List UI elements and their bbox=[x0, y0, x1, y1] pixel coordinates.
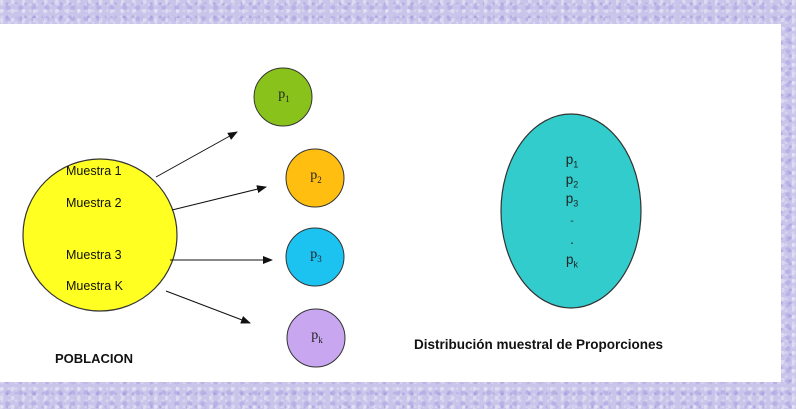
proportion-label-k: pk bbox=[311, 328, 323, 345]
distribution-item-2: p2 bbox=[565, 172, 579, 190]
distribution-item-dot: . bbox=[570, 232, 574, 247]
diagram-panel: Muestra 1 Muestra 2 Muestra 3 Muestra K … bbox=[0, 24, 781, 382]
sample-label-1: Muestra 1 bbox=[66, 164, 122, 178]
distribution-item-1: p1 bbox=[565, 152, 579, 170]
sample-label-3: Muestra 3 bbox=[66, 248, 122, 262]
distribution-item-3: p3 bbox=[565, 191, 579, 209]
proportion-label-3: p3 bbox=[310, 247, 322, 264]
arrow-sample-2 bbox=[171, 185, 267, 211]
sampling-diagram bbox=[22, 67, 642, 368]
arrow-sample-1 bbox=[155, 131, 238, 178]
distribution-caption: Distribución muestral de Proporciones bbox=[414, 337, 664, 352]
distribution-item-k: pk bbox=[565, 252, 578, 270]
proportion-label-1: p1 bbox=[278, 87, 290, 104]
population-circle bbox=[22, 158, 178, 312]
proportion-circle-1 bbox=[253, 67, 313, 127]
proportion-label-2: p2 bbox=[310, 168, 322, 185]
proportion-circle-3 bbox=[285, 227, 345, 287]
distribution-item-dash: - bbox=[570, 216, 574, 227]
sample-label-2: Muestra 2 bbox=[66, 196, 122, 210]
population-label: POBLACION bbox=[55, 351, 133, 366]
proportion-circle-k bbox=[286, 308, 346, 368]
arrow-sample-k bbox=[165, 290, 251, 324]
proportion-circle-2 bbox=[285, 148, 345, 208]
sample-label-k: Muestra K bbox=[66, 279, 123, 293]
distribution-ellipse bbox=[500, 113, 642, 309]
